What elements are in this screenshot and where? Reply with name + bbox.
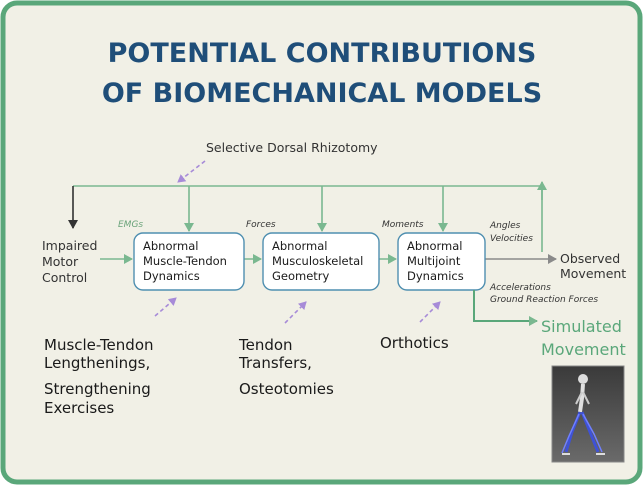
box3-line3: Dynamics [407,269,464,283]
box2-line2: Musculoskeletal [272,254,363,268]
intervention-arrow-geometry [284,301,307,324]
box-muscle-tendon-dynamics [133,232,245,291]
intervention-arrow-muscle [154,297,177,317]
input-label-line2: Motor [42,254,79,269]
signal-ground-reaction-forces: Ground Reaction Forces [490,295,598,305]
signal-moments: Moments [382,220,424,230]
box2-line1: Abnormal [272,239,327,253]
output-label-line2: Movement [560,266,626,281]
signal-forces: Forces [246,220,276,230]
input-label-line1: Impaired [42,238,97,253]
intervention-geometry-line2: Transfers, [238,354,312,372]
signal-accelerations: Accelerations [489,283,551,293]
simulated-label-line1: Simulated [541,317,622,336]
intervention-muscle-line1: Muscle-Tendon [44,336,154,354]
box1-line2: Muscle-Tendon [143,254,227,268]
skeleton-figure-icon [561,374,605,455]
intervention-muscle-line4: Exercises [44,399,114,417]
rhizotomy-arrow [177,160,206,183]
intervention-muscle-line3: Strengthening [44,380,151,398]
box1-line3: Dynamics [143,269,200,283]
intervention-orthotics: Orthotics [380,334,449,352]
box3-line1: Abnormal [407,239,462,253]
box1-line1: Abnormal [143,239,198,253]
arrow-to-simulated [473,290,538,326]
intervention-geometry-line3: Osteotomies [239,380,334,398]
simulation-thumbnail [551,365,625,463]
input-label-line3: Control [42,270,87,285]
output-label-line1: Observed [560,251,620,266]
box2-line3: Geometry [272,269,330,283]
intervention-rhizotomy: Selective Dorsal Rhizotomy [206,140,378,155]
intervention-arrow-multijoint [419,301,441,323]
slide-title-line1: POTENTIAL CONTRIBUTIONS [108,38,537,69]
signal-velocities: Velocities [490,234,533,244]
intervention-muscle-line2: Lengthenings, [44,354,150,372]
slide-title-line2: OF BIOMECHANICAL MODELS [102,78,542,109]
simulated-label-line2: Movement [541,340,626,359]
box-multijoint-dynamics [397,232,486,291]
box-musculoskeletal-geometry [262,232,380,291]
signal-angles: Angles [489,221,521,231]
signal-emgs: EMGs [118,220,143,230]
intervention-geometry-line1: Tendon [238,336,293,354]
box3-line2: Multijoint [407,254,461,268]
